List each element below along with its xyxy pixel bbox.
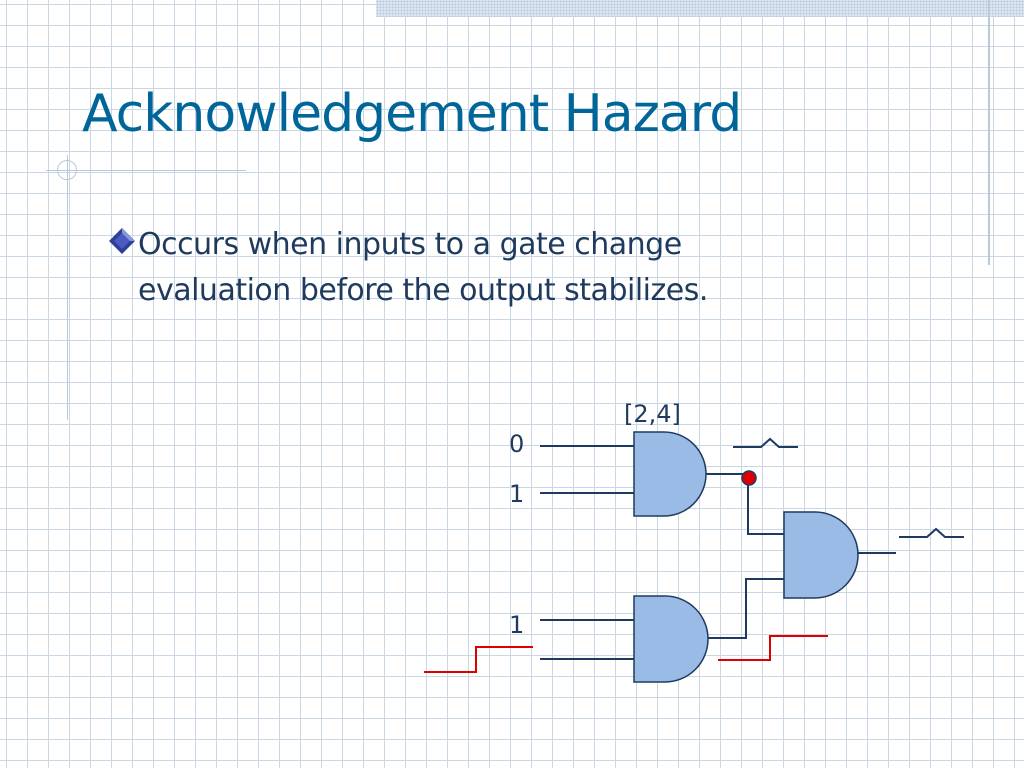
input-label-c: 1	[509, 611, 524, 639]
title-underline-rule	[46, 170, 246, 171]
slide-title: Acknowledgement Hazard	[82, 84, 742, 144]
and-gate-top	[633, 431, 707, 517]
gate-delay-label: [2,4]	[624, 400, 681, 428]
input-wires	[540, 445, 634, 660]
and-gate-output	[783, 511, 859, 599]
glitch-waveform-top	[733, 437, 798, 448]
left-decorative-rule-vertical	[67, 155, 68, 420]
top-decorative-band	[376, 0, 1024, 17]
interconnect-wires	[706, 473, 896, 639]
glitch-waveform-output	[899, 527, 964, 538]
hazard-node-marker	[741, 470, 757, 486]
bullet-text: Occurs when inputs to a gate change eval…	[138, 227, 708, 308]
right-decorative-rule	[988, 0, 990, 265]
diamond-bullet-icon	[109, 228, 135, 254]
bullet-item: Occurs when inputs to a gate change eval…	[106, 222, 866, 314]
rising-signal-input	[424, 646, 533, 673]
and-gate-bottom	[633, 595, 709, 683]
corner-circle-ornament	[57, 160, 77, 180]
rising-signal-bottom-output	[718, 635, 828, 661]
input-label-a: 0	[509, 430, 524, 458]
input-label-b: 1	[509, 480, 524, 508]
